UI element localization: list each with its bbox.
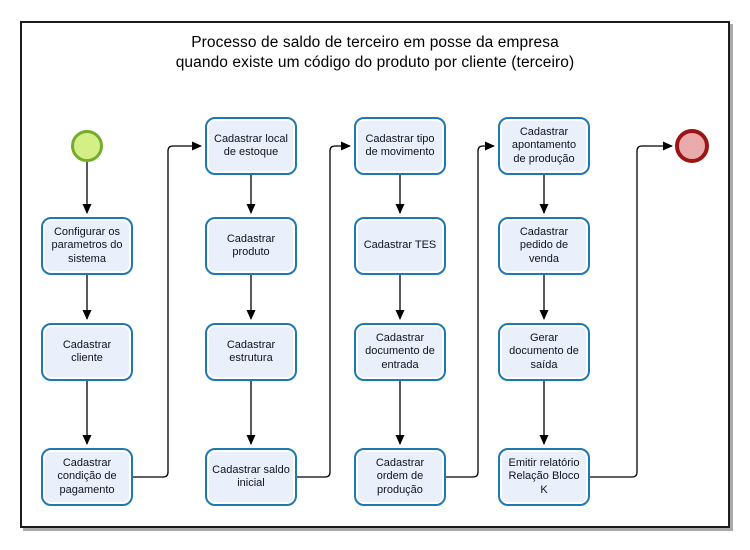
task-label: Gerar documento de saída — [509, 331, 579, 371]
flow-condicao-pagamento-to-local-estoque — [133, 141, 202, 478]
task-label: Cadastrar apontamento de produção — [511, 125, 577, 165]
task-label: Cadastrar condição de pagamento — [57, 456, 117, 496]
task-cadastrar-apontamento-de-producao: Cadastrar apontamento de produção — [498, 117, 590, 175]
task-cadastrar-tipo-de-movimento: Cadastrar tipo de movimento — [354, 117, 446, 175]
end-event-circle — [675, 129, 709, 163]
task-label: Cadastrar cliente — [62, 338, 112, 365]
task-label: Emitir relatório Relação Bloco K — [508, 456, 580, 496]
task-cadastrar-pedido-de-venda: Cadastrar pedido de venda — [498, 217, 590, 275]
task-cadastrar-documento-de-entrada: Cadastrar documento de entrada — [354, 323, 446, 381]
flow-emitir-relatorio-to-end — [590, 141, 673, 478]
task-cadastrar-ordem-de-producao: Cadastrar ordem de produção — [354, 448, 446, 506]
task-label: Cadastrar TES — [363, 239, 437, 252]
task-cadastrar-condicao-de-pagamento: Cadastrar condição de pagamento — [41, 448, 133, 506]
task-label: Cadastrar saldo inicial — [212, 463, 290, 490]
task-label: Cadastrar ordem de produção — [375, 456, 425, 496]
diagram-title: Processo de saldo de terceiro em posse d… — [175, 34, 575, 71]
task-cadastrar-produto: Cadastrar produto — [205, 217, 297, 275]
task-label: Cadastrar tipo de movimento — [365, 132, 435, 159]
task-label: Cadastrar local de estoque — [214, 132, 288, 159]
task-cadastrar-saldo-inicial: Cadastrar saldo inicial — [205, 448, 297, 506]
task-configurar-parametros-do-sistema: Configurar os parametros do sistema — [41, 217, 133, 275]
flow-saldo-inicial-to-tipo-movimento — [297, 141, 351, 478]
task-label: Cadastrar estrutura — [226, 338, 276, 365]
task-cadastrar-cliente: Cadastrar cliente — [41, 323, 133, 381]
task-cadastrar-local-de-estoque: Cadastrar local de estoque — [205, 117, 297, 175]
start-event-circle — [71, 130, 103, 162]
task-gerar-documento-de-saida: Gerar documento de saída — [498, 323, 590, 381]
task-emitir-relatorio-relacao-bloco-k: Emitir relatório Relação Bloco K — [498, 448, 590, 506]
task-label: Cadastrar documento de entrada — [365, 331, 435, 371]
task-label: Cadastrar produto — [226, 232, 276, 259]
task-label: Cadastrar pedido de venda — [519, 225, 569, 265]
task-cadastrar-tes: Cadastrar TES — [354, 217, 446, 275]
task-cadastrar-estrutura: Cadastrar estrutura — [205, 323, 297, 381]
task-label: Configurar os parametros do sistema — [51, 225, 123, 265]
flow-ordem-producao-to-apontamento — [446, 141, 495, 478]
